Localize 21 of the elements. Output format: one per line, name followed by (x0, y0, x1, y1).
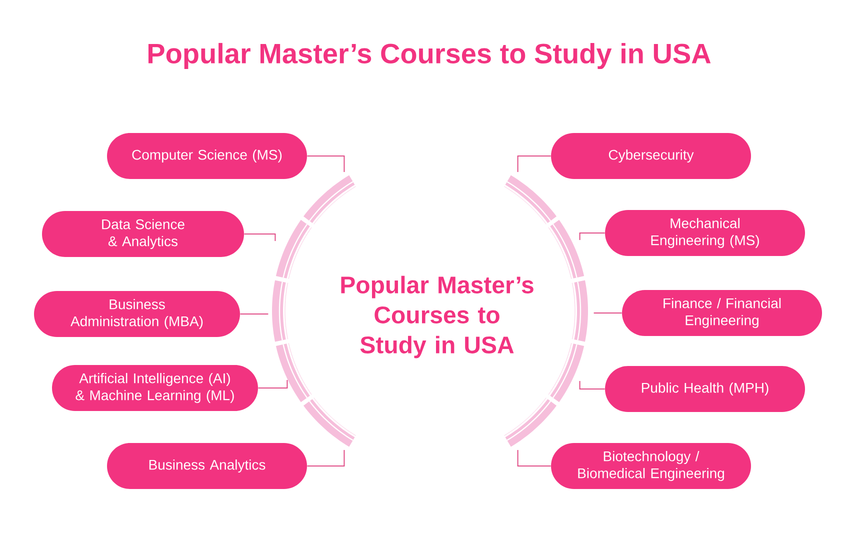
leader-line (517, 156, 552, 172)
course-pill: Computer Science (MS) (107, 133, 307, 179)
course-pill: Mechanical Engineering (MS) (605, 210, 806, 256)
leader-line (517, 450, 552, 466)
course-pill: Finance / Financial Engineering (622, 290, 822, 336)
leader-line (258, 380, 288, 388)
leader-line (579, 380, 606, 390)
leader-line (593, 312, 622, 314)
center-heading: Popular Master’s Courses to Study in USA (341, 276, 534, 358)
course-pill: Cybersecurity (551, 133, 751, 179)
course-pill: Artificial Intelligence (AI) & Machine Learning (ML) (52, 365, 258, 411)
leader-line (579, 232, 606, 240)
course-pill: Business Administration (MBA) (34, 291, 240, 337)
course-pill: Biotechnology / Biomedical Engineering (551, 443, 751, 489)
course-pill: Data Science & Analytics (42, 211, 244, 257)
title: Popular Master’s Courses to Study in USA (148, 42, 711, 70)
leader-line (306, 450, 345, 466)
leader-line (306, 156, 345, 172)
course-pill: Public Health (MPH) (605, 366, 806, 412)
course-pill: Business Analytics (107, 443, 307, 489)
leader-line (244, 234, 276, 242)
